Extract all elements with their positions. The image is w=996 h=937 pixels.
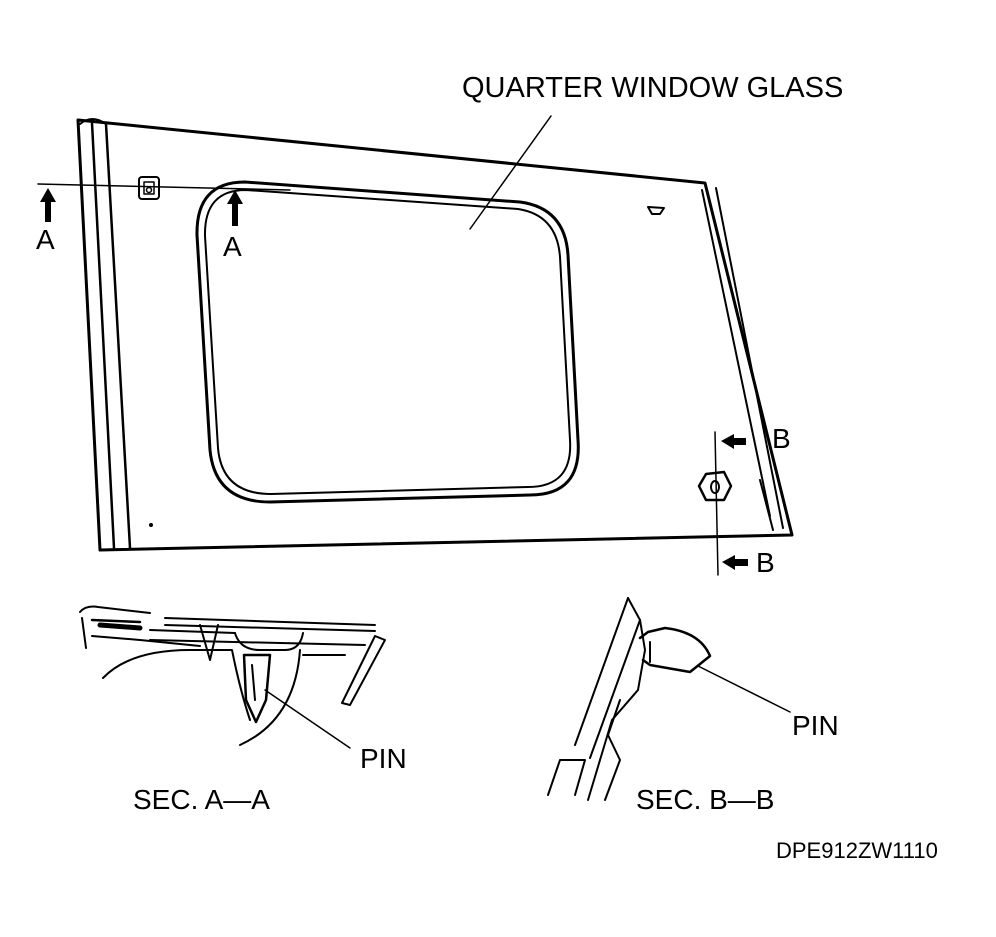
section-a-label-right: A [223, 231, 242, 262]
section-b-label-top: B [772, 423, 791, 454]
drawing-code: DPE912ZW1110 [776, 838, 938, 863]
section-a-detail [79, 605, 386, 749]
section-a-label-left: A [36, 224, 55, 255]
clip-a [138, 176, 160, 200]
section-a-line [37, 183, 291, 226]
sec-a-caption: SEC. A—A [133, 784, 270, 815]
arrow-left-bottom-icon [722, 555, 748, 570]
pin-label-b: PIN [792, 710, 839, 741]
arrow-up-left-icon [40, 188, 56, 222]
quarter-panel [76, 118, 794, 552]
section-b-label-bottom: B [756, 547, 775, 578]
small-clip [647, 206, 665, 215]
sec-b-caption: SEC. B—B [636, 784, 775, 815]
glass-leader [469, 115, 552, 230]
window-glass [195, 180, 580, 504]
arrow-left-top-icon [721, 434, 746, 449]
arrow-up-right-icon [227, 190, 243, 226]
section-b-detail [547, 597, 791, 801]
pin-label-a: PIN [360, 743, 407, 774]
section-b-line [714, 431, 748, 576]
clip-b [697, 470, 733, 502]
quarter-window-glass-label: QUARTER WINDOW GLASS [462, 72, 844, 104]
